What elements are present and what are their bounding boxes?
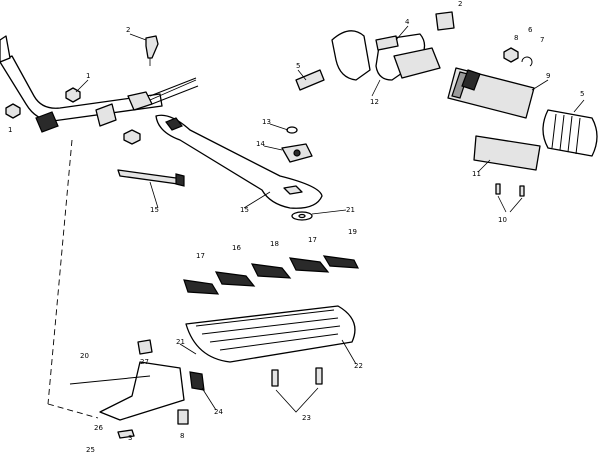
callout-8a: 8: [514, 34, 518, 42]
callout-2b: 2: [458, 0, 462, 8]
callout-2a: 2: [126, 26, 130, 34]
callout-16: 16: [232, 244, 241, 252]
callout-1a: 1: [86, 72, 90, 80]
callout-5b: 5: [580, 90, 584, 98]
lower-bracket: [69, 339, 205, 439]
callout-22: 22: [354, 362, 363, 370]
callout-17a: 17: [196, 252, 205, 260]
callout-7: 7: [540, 36, 544, 44]
callout-15a: 15: [150, 206, 159, 214]
callout-5a: 5: [296, 62, 300, 70]
callout-25: 25: [86, 446, 95, 454]
floor-screws: [271, 367, 323, 413]
foot-peg-arm: [295, 11, 455, 91]
floorboard: [185, 305, 356, 363]
callout-1b: 1: [8, 126, 12, 134]
callout-3: 3: [128, 434, 132, 442]
callout-21b: 21: [176, 338, 185, 346]
washer-21: [291, 211, 313, 221]
callout-13: 13: [262, 118, 271, 126]
frame-tube: [0, 35, 199, 145]
callout-8b: 8: [180, 432, 184, 440]
callout-19: 19: [348, 228, 357, 236]
peg-grip: [542, 109, 598, 157]
callout-12: 12: [370, 98, 379, 106]
callout-14: 14: [256, 140, 265, 148]
peg-body: [447, 67, 535, 119]
peg-pad-11: [473, 135, 541, 171]
callout-18: 18: [270, 240, 279, 248]
callout-17b: 17: [308, 236, 317, 244]
callout-20: 20: [80, 352, 89, 360]
small-pads: [183, 255, 360, 295]
screws-10: [495, 183, 525, 213]
guide-line-2: [47, 403, 99, 419]
long-bolt: [117, 169, 185, 187]
callout-labels: 1 1 2 2 3 4 5 5 6 7 8 8 9 10 11 12 13 14…: [8, 0, 584, 454]
clip-14: [281, 143, 313, 163]
guide-line: [47, 139, 73, 405]
clip-7: [521, 56, 533, 67]
callout-15b: 15: [240, 206, 249, 214]
callout-10: 10: [498, 216, 507, 224]
callout-21a: 21: [346, 206, 355, 214]
callout-26: 26: [94, 424, 103, 432]
callout-23: 23: [302, 414, 311, 422]
callout-leaders: [75, 25, 585, 411]
callout-4: 4: [405, 18, 410, 26]
callout-6: 6: [528, 26, 533, 34]
nut-8: [503, 47, 519, 63]
bolt-top: [145, 35, 159, 66]
callout-27: 27: [140, 358, 149, 366]
callout-24: 24: [214, 408, 223, 416]
support-rod: [155, 114, 323, 209]
callout-9: 9: [546, 72, 550, 80]
washer-13: [286, 126, 298, 134]
callout-11: 11: [472, 170, 481, 178]
